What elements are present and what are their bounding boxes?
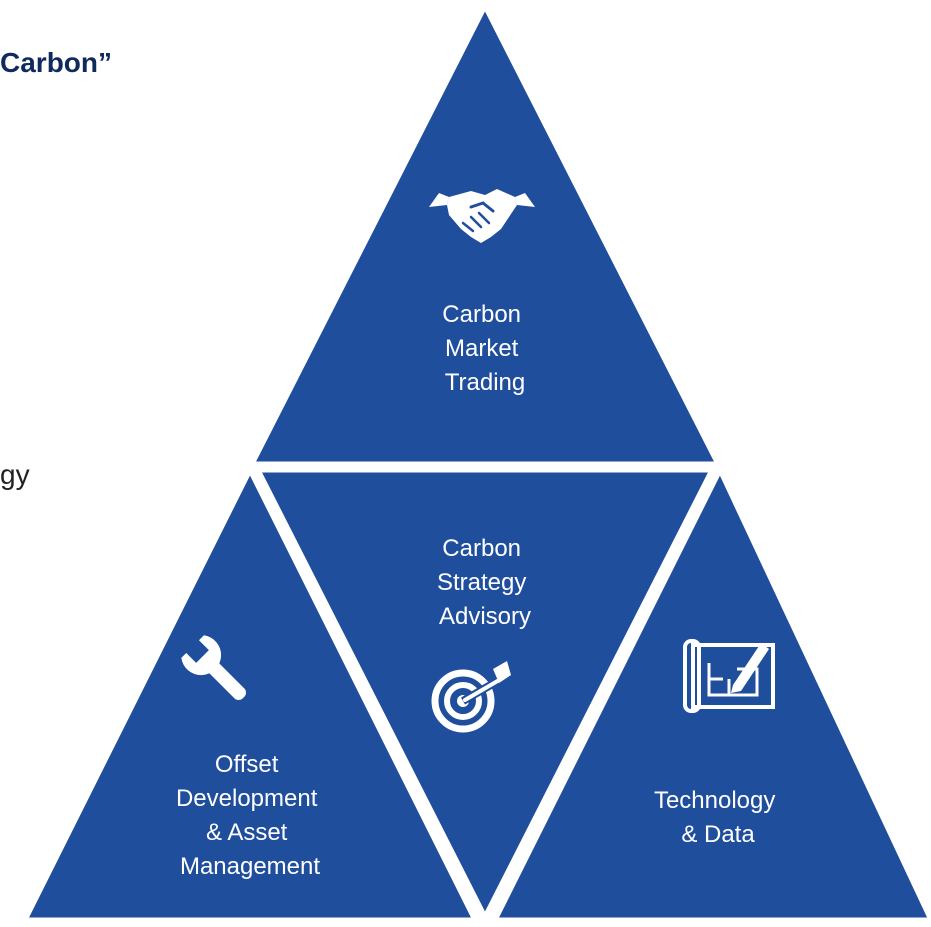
wrench-icon: [181, 635, 246, 700]
target-arrow-icon: [431, 661, 511, 733]
blueprint-icon: [683, 639, 775, 713]
segment-carbon-strategy-advisory: [253, 467, 717, 923]
heading-fragment: Carbon”: [0, 47, 112, 78]
handshake-icon: [429, 189, 535, 243]
label-carbon-strategy-advisory: Carbon Strategy Advisory: [437, 535, 533, 630]
label-technology-data: Technology & Data: [654, 787, 782, 848]
label-carbon-market-trading: Carbon Market Trading: [442, 301, 527, 396]
label-offset-development: Offset Development & Asset Management: [176, 751, 324, 880]
body-text-fragment: gy: [0, 459, 30, 490]
segment-offset-development: [20, 464, 480, 923]
